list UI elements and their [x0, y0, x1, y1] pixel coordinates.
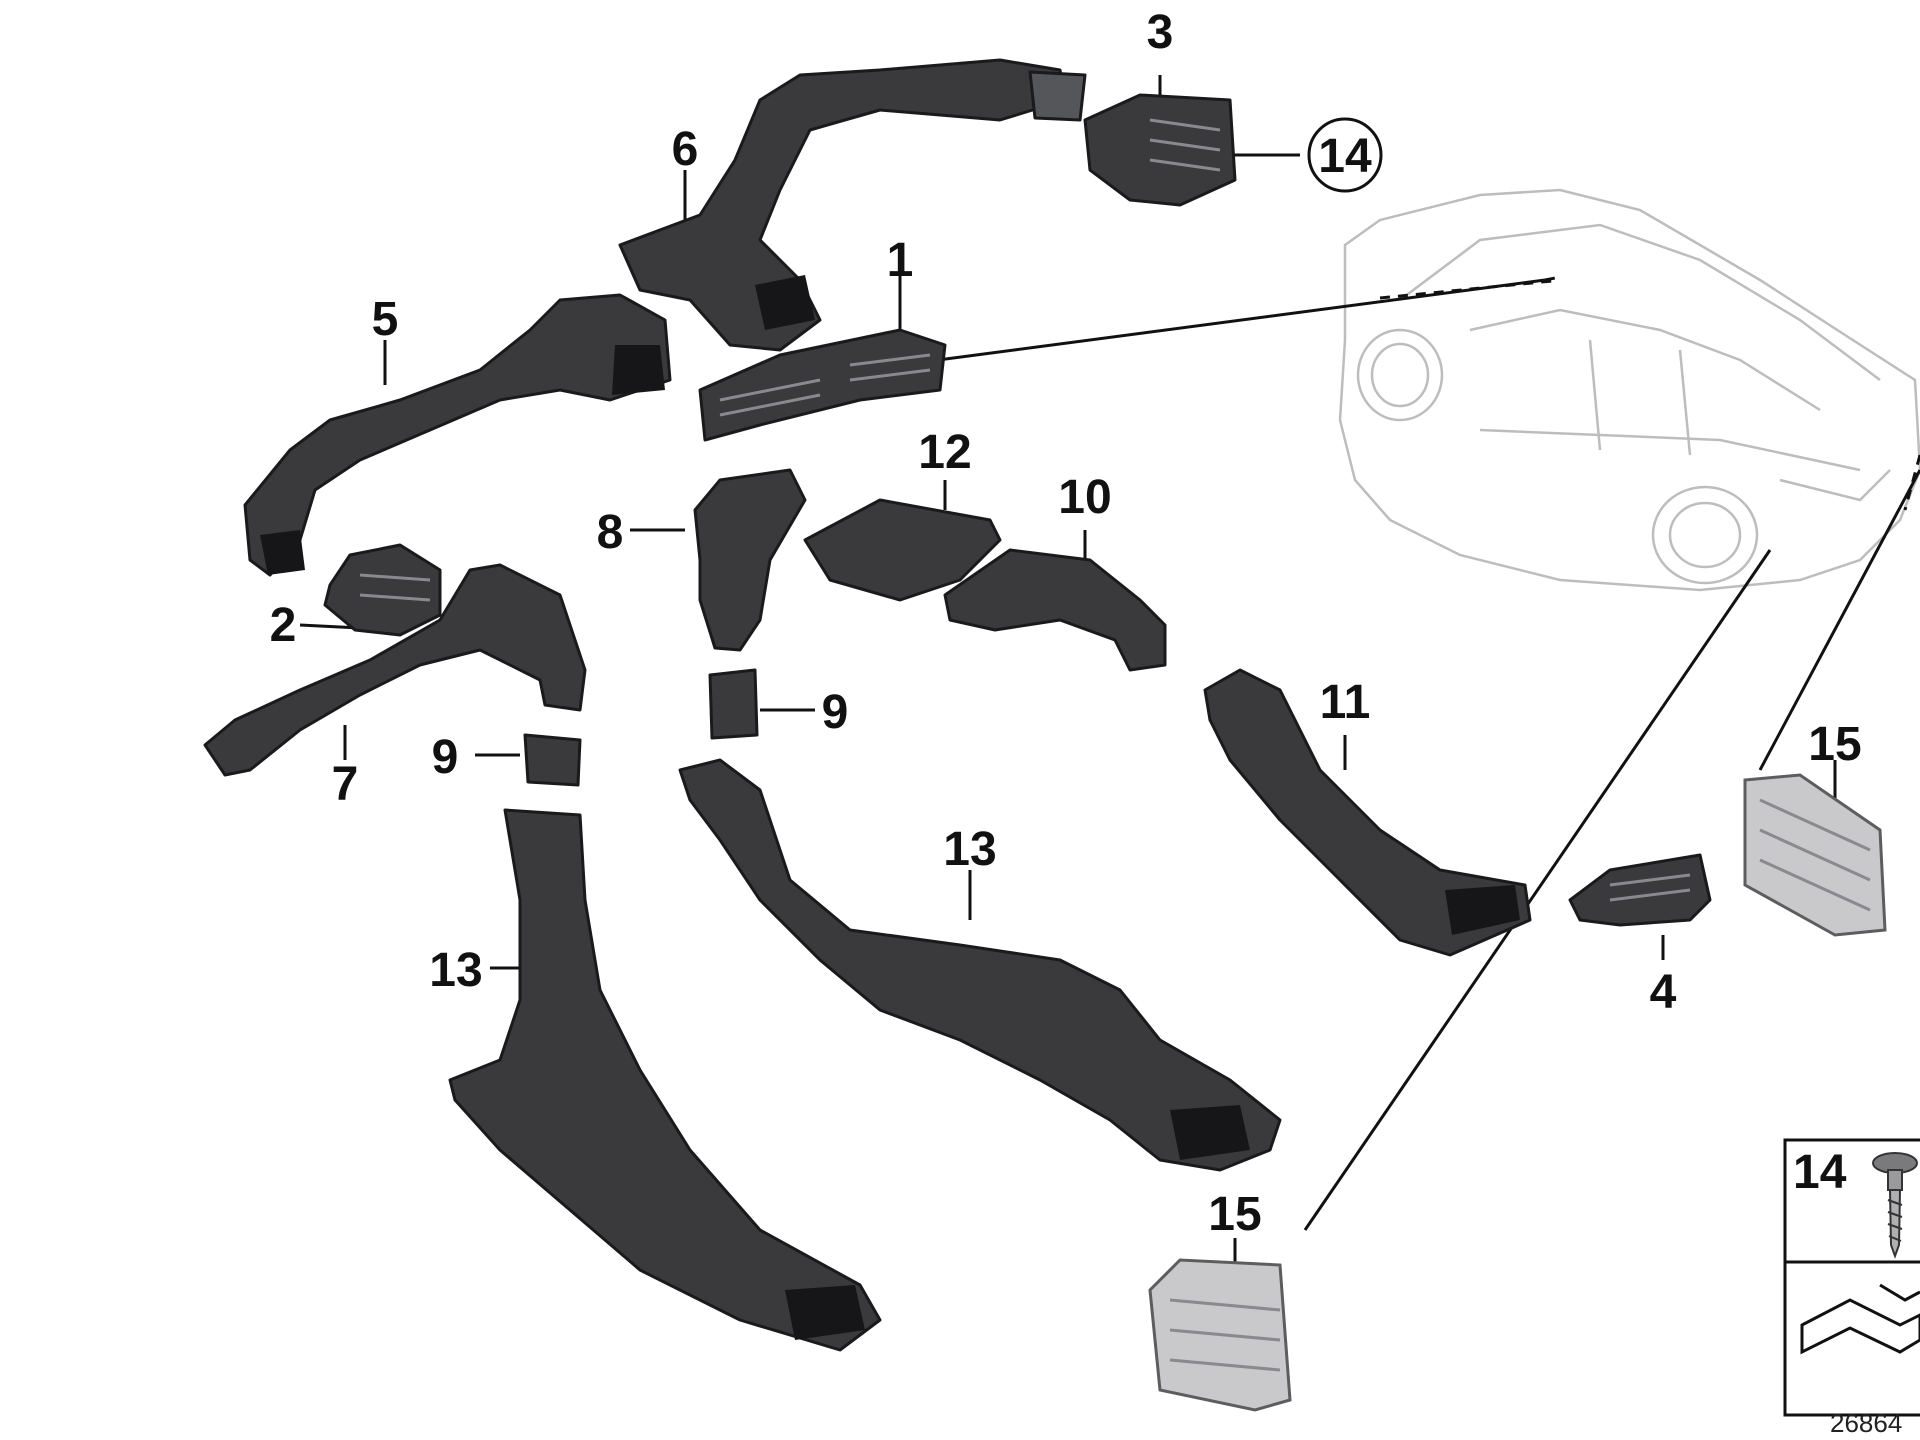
- legend-item-14: 14: [1793, 1146, 1847, 1199]
- callout-6: 6: [672, 123, 699, 176]
- callout-15-bottom: 15: [1208, 1188, 1261, 1241]
- callout-8: 8: [597, 506, 624, 559]
- callout-2: 2: [270, 599, 297, 652]
- callout-5: 5: [372, 293, 399, 346]
- callout-labels: 1 2 3 4 5 6 7 8 9 9 10 11 12 13 13 14 15…: [270, 6, 1862, 1241]
- part-3-side-vent: [1083, 93, 1237, 207]
- part-12-flat-duct: [803, 498, 1002, 602]
- part-5-duct: [243, 293, 672, 577]
- callout-11: 11: [1320, 676, 1371, 729]
- callout-4: 4: [1650, 966, 1677, 1019]
- part-13-duct-center: [678, 758, 1282, 1172]
- callout-13-left: 13: [429, 944, 482, 997]
- callout-1: 1: [887, 234, 914, 287]
- part-6-duct: [618, 58, 1087, 352]
- callout-14-circle: [1307, 117, 1383, 193]
- callout-12: 12: [918, 426, 971, 479]
- callout-10: 10: [1058, 471, 1111, 524]
- callout-3: 3: [1147, 6, 1174, 59]
- part-15-grille-upper: [1743, 773, 1887, 937]
- callout-9-center: 9: [822, 686, 849, 739]
- part-9-connector-left: [523, 733, 582, 787]
- part-9-connector-center: [708, 668, 759, 740]
- part-8-duct: [693, 468, 807, 652]
- part-2-left-vent: [323, 543, 442, 637]
- callout-7: 7: [332, 758, 359, 811]
- center-vent-louvers: [719, 353, 931, 417]
- document-number: 26864: [1830, 1408, 1902, 1438]
- vehicle-outline: [1338, 188, 1920, 592]
- bracket-icon: [1800, 1283, 1920, 1355]
- part-1-center-vent: [698, 328, 947, 442]
- callout-14: 14: [1318, 130, 1372, 183]
- fastener-legend: 14: [1783, 1138, 1920, 1417]
- screw-icon: [1872, 1152, 1918, 1259]
- part-7-duct: [203, 563, 587, 777]
- callout-9-left: 9: [432, 731, 459, 784]
- part-4-rear-vent: [1568, 853, 1712, 927]
- part-13-duct-left: [448, 808, 882, 1352]
- callout-13-center: 13: [943, 823, 996, 876]
- part-15-grille-lower: [1148, 1258, 1292, 1412]
- part-10-elbow-duct: [943, 548, 1167, 672]
- part-11-long-duct: [1203, 668, 1532, 957]
- callout-15-right: 15: [1808, 718, 1861, 771]
